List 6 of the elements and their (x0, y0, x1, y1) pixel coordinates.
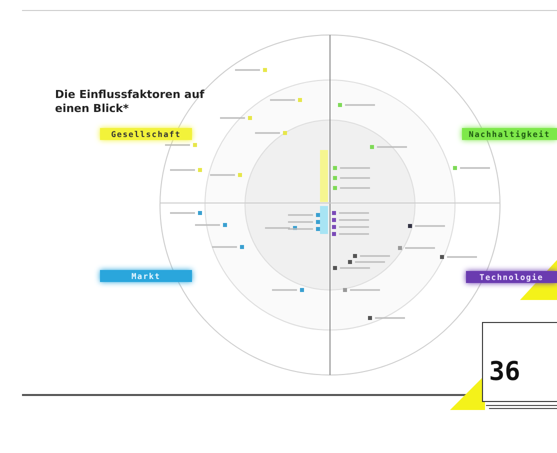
category-label: Markt (100, 270, 192, 282)
category-label: Nachhaltigkeit (462, 128, 557, 140)
page-number: 36 (489, 357, 520, 387)
title: Die Einflussfaktoren auf einen Blick* (55, 88, 206, 116)
category-label: Gesellschaft (100, 128, 192, 140)
category-label: Technologie (466, 271, 557, 283)
